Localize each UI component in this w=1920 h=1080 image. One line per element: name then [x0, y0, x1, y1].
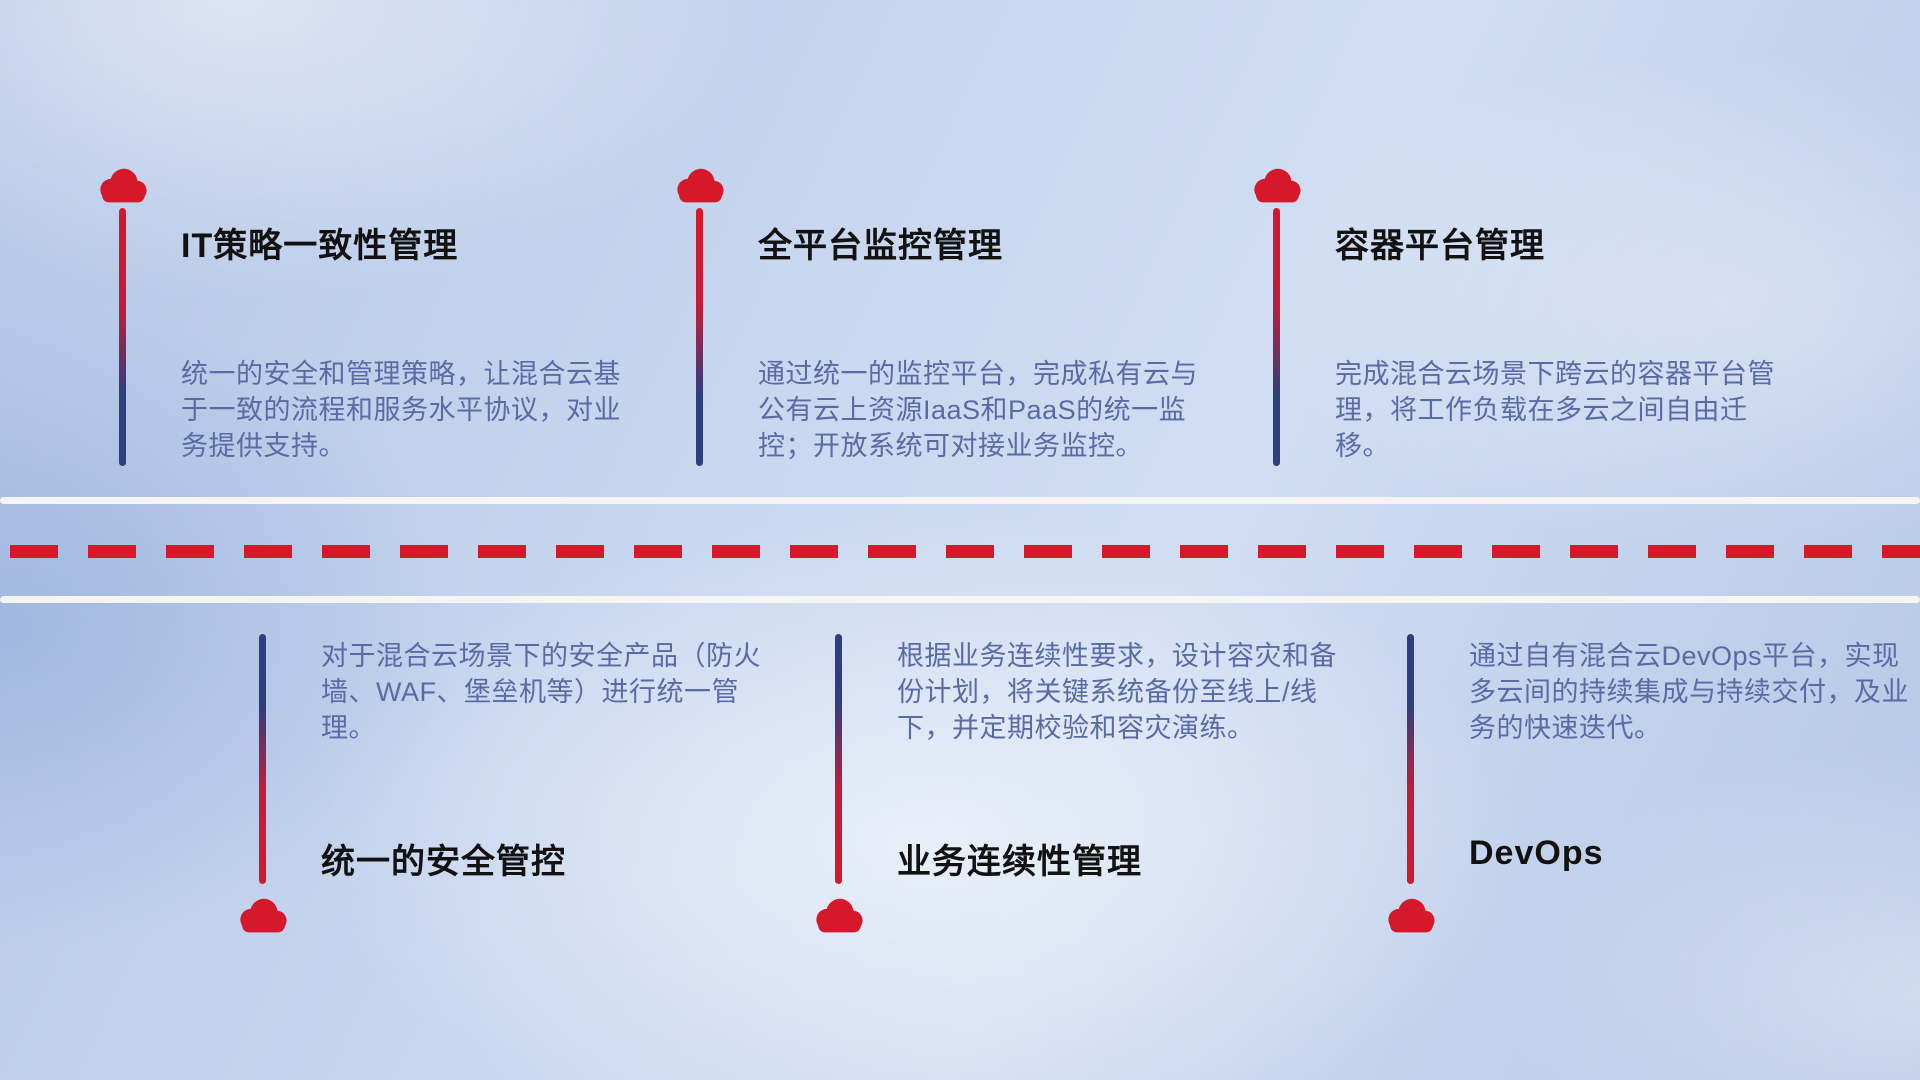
- capability-business-continuity: 根据业务连续性要求，设计容灾和备份计划，将关键系统备份至线上/线下，并定期校验和…: [810, 634, 1370, 944]
- capability-title: 业务连续性管理: [897, 843, 1142, 881]
- capability-title: 统一的安全管控: [321, 843, 566, 881]
- capability-description: 根据业务连续性要求，设计容灾和备份计划，将关键系统备份至线上/线下，并定期校验和…: [897, 641, 1337, 743]
- capability-description: 通过统一的监控平台，完成私有云与公有云上资源IaaS和PaaS的统一监控；开放系…: [758, 359, 1198, 461]
- connector-line: [259, 634, 266, 884]
- capability-devops: 通过自有混合云DevOps平台，实现多云间的持续集成与持续交付，及业务的快速迭代…: [1382, 634, 1920, 944]
- cloud-icon: [810, 896, 868, 936]
- cloud-icon: [234, 896, 292, 936]
- cloud-icon: [1382, 896, 1440, 936]
- road-edge-line-bottom: [0, 596, 1920, 603]
- capability-it-policy-consistency: IT策略一致性管理 统一的安全和管理策略，让混合云基于一致的流程和服务水平协议，…: [94, 166, 654, 486]
- connector-line: [835, 634, 842, 884]
- capability-full-platform-monitoring: 全平台监控管理 通过统一的监控平台，完成私有云与公有云上资源IaaS和PaaS的…: [671, 166, 1231, 486]
- capability-description: 完成混合云场景下跨云的容器平台管理，将工作负载在多云之间自由迁移。: [1335, 359, 1775, 461]
- cloud-icon: [94, 166, 152, 206]
- connector-line: [1407, 634, 1414, 884]
- capability-unified-security-control: 对于混合云场景下的安全产品（防火墙、WAF、堡垒机等）进行统一管理。 统一的安全…: [234, 634, 794, 944]
- capability-description: 通过自有混合云DevOps平台，实现多云间的持续集成与持续交付，及业务的快速迭代…: [1469, 641, 1909, 743]
- capability-title: 全平台监控管理: [758, 227, 1003, 265]
- connector-line: [696, 208, 703, 466]
- connector-line: [1273, 208, 1280, 466]
- capability-title: DevOps: [1469, 834, 1604, 872]
- cloud-icon: [671, 166, 729, 206]
- capability-description: 统一的安全和管理策略，让混合云基于一致的流程和服务水平协议，对业务提供支持。: [181, 359, 621, 461]
- capability-title: IT策略一致性管理: [181, 227, 459, 265]
- connector-line: [119, 208, 126, 466]
- cloud-icon: [1248, 166, 1306, 206]
- capability-title: 容器平台管理: [1335, 227, 1545, 265]
- road-edge-line-top: [0, 497, 1920, 504]
- capability-description: 对于混合云场景下的安全产品（防火墙、WAF、堡垒机等）进行统一管理。: [321, 641, 761, 743]
- road-center-dashed-line: [10, 545, 1920, 558]
- capability-container-platform: 容器平台管理 完成混合云场景下跨云的容器平台管理，将工作负载在多云之间自由迁移。: [1248, 166, 1808, 486]
